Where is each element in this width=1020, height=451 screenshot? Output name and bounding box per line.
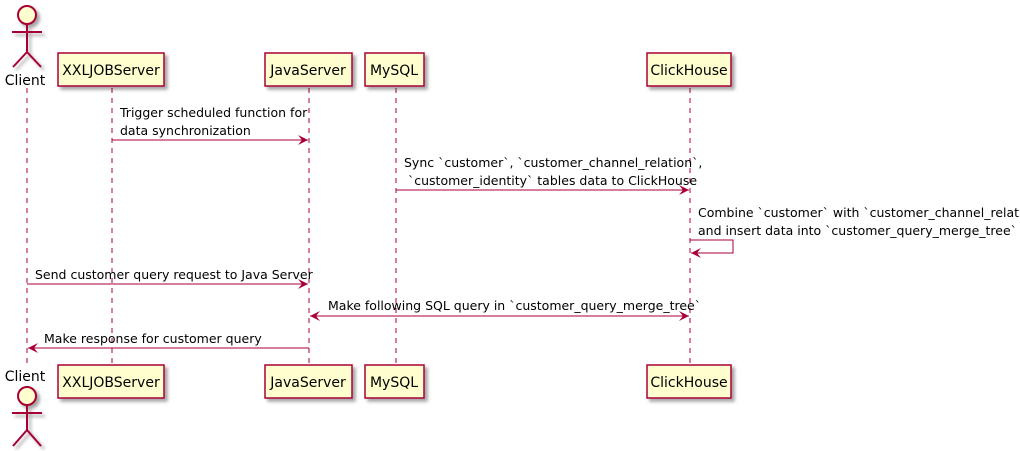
mysql-label-bottom: MySQL: [370, 375, 418, 391]
java-label-bottom: JavaServer: [269, 375, 346, 391]
xxljob-box-bottom: XXLJOBServer: [57, 364, 165, 399]
java-label-top: JavaServer: [269, 63, 346, 79]
xxljob-label-top: XXLJOBServer: [62, 63, 160, 79]
client-actor-top-icon: [12, 5, 42, 68]
msg6-label: Make response for customer query: [44, 331, 262, 346]
msg3-self-arrow: [690, 239, 734, 258]
mysql-box-bottom: MySQL: [364, 364, 425, 399]
msg3-label-line1: Combine `customer` with `customer_channe…: [698, 205, 1020, 220]
client-label-bottom: Client: [5, 369, 46, 385]
msg4-label: Send customer query request to Java Serv…: [35, 267, 314, 282]
msg2-label-line2: `customer_identity` tables data to Click…: [408, 173, 697, 188]
java-box-top: JavaServer: [264, 52, 353, 87]
msg2-label-line1: Sync `customer`, `customer_channel_relat…: [404, 155, 702, 170]
clickhouse-label-top: ClickHouse: [650, 63, 727, 79]
msg1-label-line1: Trigger scheduled function for: [119, 105, 308, 120]
xxljob-box-top: XXLJOBServer: [57, 52, 165, 87]
client-label-top: Client: [5, 73, 46, 89]
clickhouse-box-bottom: ClickHouse: [646, 364, 732, 399]
mysql-label-top: MySQL: [370, 63, 418, 79]
msg3-label-line2: and insert data into `customer_query_mer…: [698, 223, 1017, 238]
clickhouse-box-top: ClickHouse: [646, 52, 732, 87]
mysql-box-top: MySQL: [364, 52, 425, 87]
java-box-bottom: JavaServer: [264, 364, 353, 399]
clickhouse-label-bottom: ClickHouse: [650, 375, 727, 391]
msg1-label-line2: data synchronization: [120, 123, 251, 138]
xxljob-label-bottom: XXLJOBServer: [62, 375, 160, 391]
msg5-label: Make following SQL query in `customer_qu…: [328, 298, 701, 313]
client-actor-bottom-icon: [12, 386, 42, 447]
